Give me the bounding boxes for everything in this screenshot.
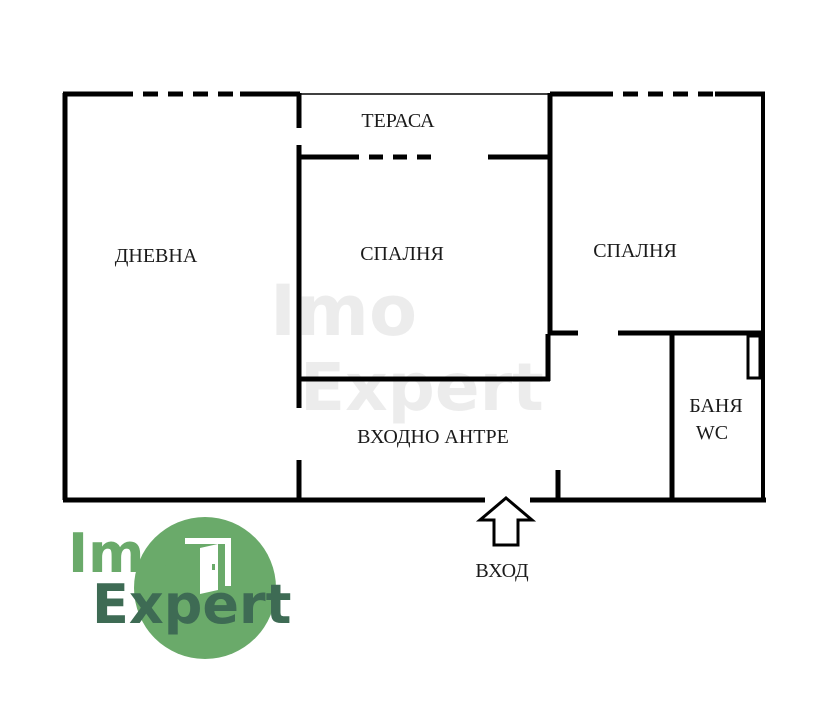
watermark: Imo Expert xyxy=(270,270,544,426)
label-bedroom-right: СПАЛНЯ xyxy=(593,240,677,262)
arrow-up-icon xyxy=(475,496,537,547)
walls xyxy=(62,91,766,503)
label-hall: ВХОДНО АНТРЕ xyxy=(357,426,509,448)
label-bath-1: БАНЯ xyxy=(689,395,742,417)
door-icon xyxy=(185,538,231,594)
label-terrace: ТЕРАСА xyxy=(361,110,435,132)
watermark-bottom: Expert xyxy=(300,349,544,426)
logo-text-top: Imo xyxy=(68,522,181,585)
logo-text-bottom: Expert xyxy=(92,573,291,636)
watermark-top: Imo xyxy=(270,270,417,352)
imo-expert-logo: Imo Expert xyxy=(68,517,291,659)
label-entrance: ВХОД xyxy=(475,560,529,582)
label-living: ДНЕВНА xyxy=(115,245,198,267)
label-bath-2: WC xyxy=(696,422,728,444)
label-bedroom-middle: СПАЛНЯ xyxy=(360,243,444,265)
bath-window xyxy=(746,334,762,380)
